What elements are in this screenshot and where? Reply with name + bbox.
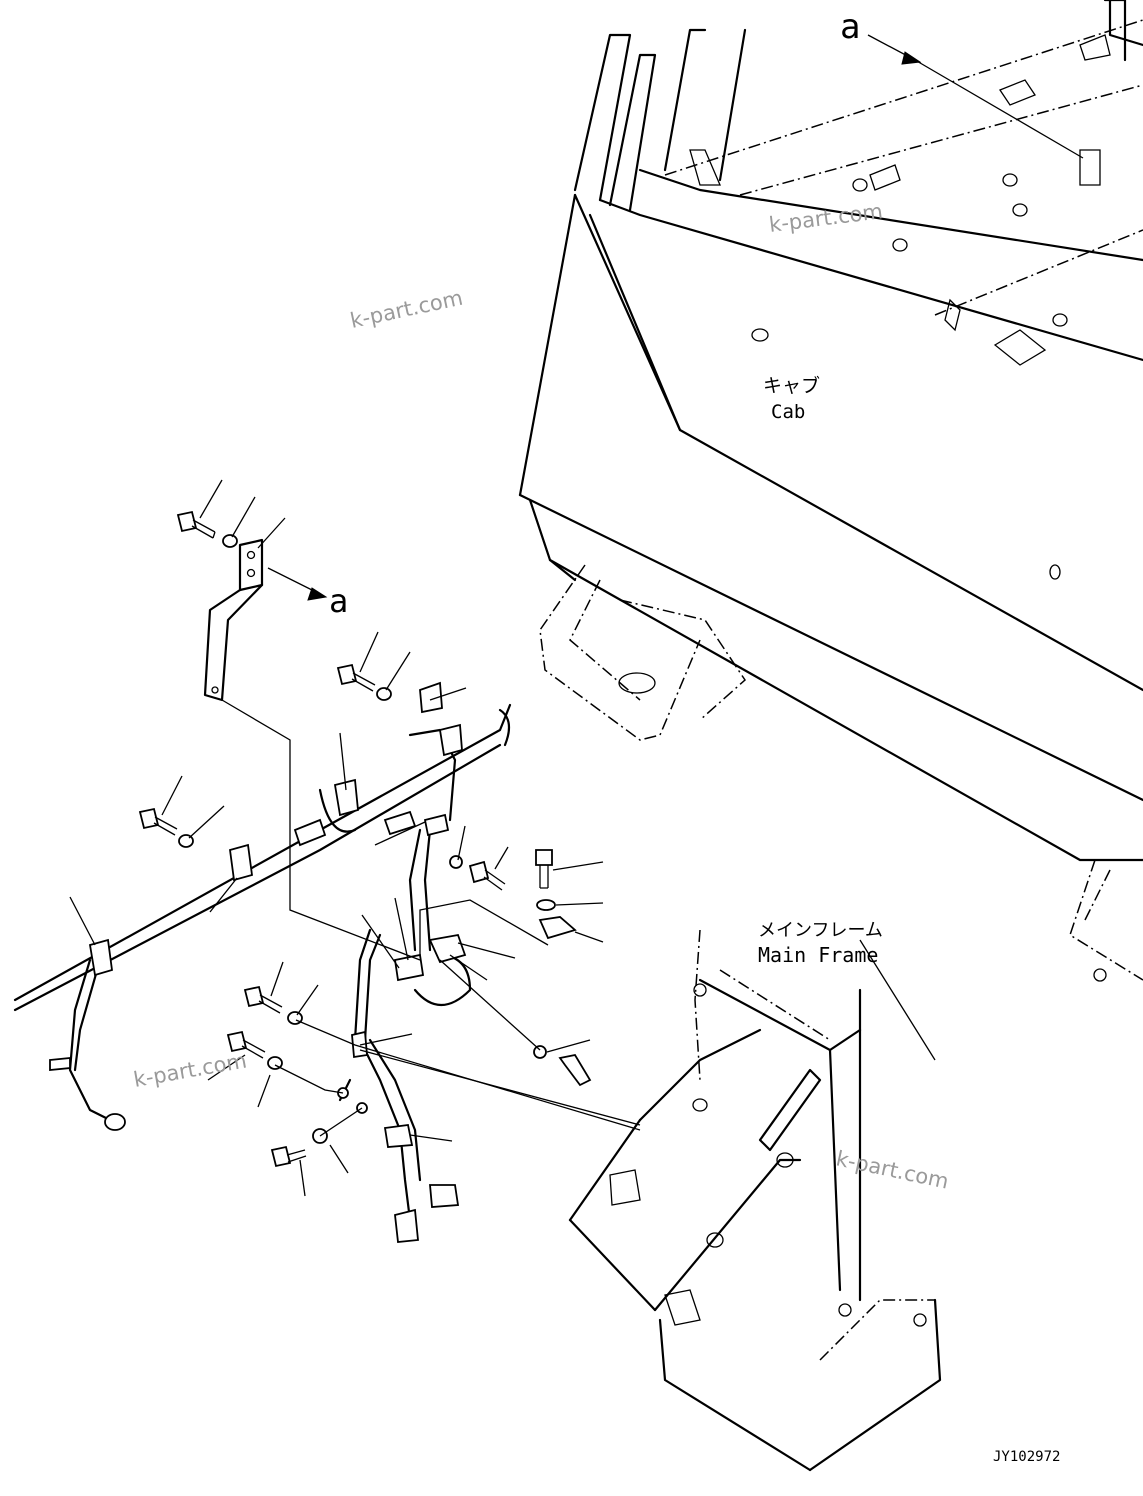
bolt-1 (176, 510, 216, 539)
washer-5 (536, 899, 556, 911)
bolt-4 (468, 860, 506, 891)
bolt-8 (558, 1053, 592, 1087)
bolt-6 (243, 985, 283, 1014)
washer-8 (533, 1045, 547, 1059)
wire-harness (13, 681, 577, 1243)
washer-4 (449, 855, 463, 869)
ref-arrow-top (901, 51, 922, 65)
bolt-9 (270, 1145, 307, 1168)
bolt-7 (226, 1030, 266, 1059)
drawing-number: JY102972 (993, 1449, 1060, 1465)
watermark-4: k-part.com (834, 1146, 951, 1193)
bolt-3 (138, 807, 178, 836)
bolt-2 (336, 663, 376, 692)
main-frame-assembly (568, 929, 942, 1472)
cab-label-jp: キャブ (763, 374, 820, 397)
leader-lines (69, 34, 1084, 1197)
ref-arrow-bracket (307, 587, 328, 601)
bolt-5 (535, 849, 553, 889)
watermark-2: k-part.com (348, 286, 465, 333)
cab-label-en: Cab (771, 401, 805, 423)
washer-1 (222, 534, 238, 548)
washer-7 (267, 1056, 283, 1070)
harness-bracket (203, 538, 421, 961)
cab-assembly (518, 0, 1143, 982)
washer-2 (376, 687, 392, 701)
ref-a-top: a (840, 7, 860, 47)
ref-a-bracket: a (329, 582, 348, 620)
watermark-1: k-part.com (768, 199, 884, 237)
watermark-3: k-part.com (132, 1048, 249, 1091)
mainframe-label-jp: メインフレーム (758, 920, 883, 941)
mainframe-label-en: Main Frame (758, 943, 878, 967)
